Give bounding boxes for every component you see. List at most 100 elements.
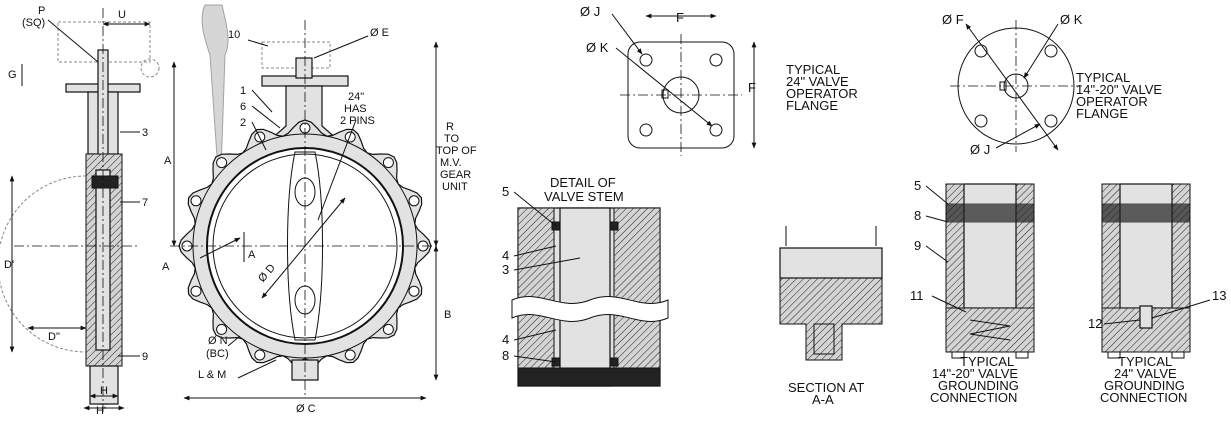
side-view: P (SQ) U G D' D" H H' 3 7 9 <box>0 5 160 417</box>
g14-foot-right <box>1015 351 1029 359</box>
dim-d <box>261 197 346 299</box>
label-g: G <box>8 69 17 81</box>
label-h-prime: H' <box>96 405 106 417</box>
label-a: A <box>164 155 172 167</box>
g24-caption-4: CONNECTION <box>1100 390 1187 405</box>
label-sq: (SQ) <box>22 17 45 29</box>
flange-14-20: Ø F Ø K Ø J TYPICAL 14"-20" VALVE OPERAT… <box>942 12 1162 157</box>
leader-p <box>47 19 99 63</box>
stem-bottom-band <box>517 367 661 387</box>
g14-callout-8: 8 <box>914 208 921 223</box>
lug-hole <box>408 195 420 207</box>
g24-caption-1: TYPICAL <box>1118 354 1172 369</box>
leader-g14-5 <box>925 185 949 205</box>
label-section-a-right: A <box>248 249 256 261</box>
flange-24-j: Ø J <box>580 4 600 19</box>
stem-title-1: DETAIL OF <box>550 175 616 190</box>
flange-24-caption-1: TYPICAL <box>786 62 840 77</box>
flange-24-hole-tr <box>709 53 723 67</box>
stem-oring-br <box>609 357 619 367</box>
leader-6 <box>251 105 281 129</box>
grounding-14-20: 5 8 9 11 TYPICAL 14"-20" VALVE GROUNDING… <box>910 178 1035 405</box>
lug-hole <box>190 285 202 297</box>
pins-note-1: 24" <box>348 91 364 103</box>
leader-k <box>615 47 713 127</box>
g14-foot-left <box>951 351 965 359</box>
r-note-6: UNIT <box>442 181 468 193</box>
label-c: Ø C <box>296 403 316 415</box>
g24-foot-left <box>1107 351 1121 359</box>
g14-caption-4: CONNECTION <box>930 390 1017 405</box>
label-h: H <box>100 385 108 397</box>
flange-24-hole-bl <box>639 123 653 137</box>
flange-24-key <box>661 89 669 99</box>
g14-packing <box>945 203 1035 223</box>
g14-callout-9: 9 <box>914 238 921 253</box>
flange-14-hole-bl <box>974 114 988 128</box>
lug-hole <box>216 323 228 335</box>
leader-stem-4b <box>513 329 557 341</box>
section-aa-caption-1: SECTION AT <box>788 380 864 395</box>
flange-24-hole-tl <box>639 53 653 67</box>
callout-7: 7 <box>142 197 148 209</box>
leader-n <box>227 335 241 347</box>
flange-14-f: Ø F <box>942 12 964 27</box>
g24-cavity <box>1119 183 1173 309</box>
flange-14-j: Ø J <box>970 142 990 157</box>
leader-1 <box>251 89 273 113</box>
ghost-handwheel <box>140 58 160 78</box>
callout-6: 6 <box>240 101 246 113</box>
grounding-24: 12 13 TYPICAL 24" VALVE GROUNDING CONNEC… <box>1088 183 1226 405</box>
r-note-4: M.V. <box>440 157 462 169</box>
g14-caption-1: TYPICAL <box>960 354 1014 369</box>
stem-detail: DETAIL OF VALVE STEM 5 4 3 4 8 <box>502 175 669 387</box>
r-note-3: TOP OF <box>436 145 477 157</box>
g14-callout-5: 5 <box>914 178 921 193</box>
stem-detail-wall-right <box>613 207 661 387</box>
section-aa-bore <box>813 323 835 355</box>
stem-callout-3: 3 <box>502 262 509 277</box>
flange-24-caption-3: OPERATOR <box>786 86 858 101</box>
label-section-a-left: A <box>162 261 170 273</box>
disc-swing <box>0 175 87 353</box>
callout-3: 3 <box>142 127 148 139</box>
g24-pin <box>1139 305 1153 329</box>
label-u: U <box>118 9 126 21</box>
flange-24: Ø J Ø K F F TYPICAL 24" VALVE OPERATOR F… <box>580 4 858 156</box>
g24-packing <box>1101 203 1191 223</box>
section-aa-caption-2: A-A <box>812 392 834 407</box>
g14-cavity <box>963 183 1017 309</box>
callout-10: 10 <box>228 29 240 41</box>
lug-hole <box>382 157 394 169</box>
flange-24-k: Ø K <box>586 40 609 55</box>
flange-24-caption-4: FLANGE <box>786 98 838 113</box>
flange-14-caption-4: FLANGE <box>1076 106 1128 121</box>
flange-24-f-top: F <box>676 10 684 25</box>
leader-g14-9 <box>925 245 949 263</box>
leader-e <box>313 35 369 59</box>
flange-14-caption-1: TYPICAL <box>1076 70 1130 85</box>
leader-stem-8 <box>513 355 557 363</box>
stem-title-2: VALVE STEM <box>544 189 624 204</box>
stem-callout-4b: 4 <box>502 332 509 347</box>
g24-caption-2: 24" VALVE <box>1114 366 1177 381</box>
g24-caption-3: GROUNDING <box>1104 378 1185 393</box>
lug-hole <box>408 285 420 297</box>
dim-flange-f <box>965 23 1059 151</box>
ghost-lever <box>201 4 229 201</box>
pins-note-2: HAS <box>344 103 367 115</box>
leader-stem-5 <box>513 191 557 227</box>
lug-hole <box>382 323 394 335</box>
leader-g24-13 <box>1151 299 1211 319</box>
label-e: Ø E <box>370 27 389 39</box>
callout-2: 2 <box>240 117 246 129</box>
label-p: P <box>38 5 45 17</box>
section-aa: SECTION AT A-A <box>779 226 883 407</box>
lug-hole <box>344 349 356 361</box>
section-aa-cap <box>779 247 883 279</box>
label-b: B <box>444 309 451 321</box>
leader-flange-j <box>995 123 1041 149</box>
leader-10 <box>247 39 269 47</box>
label-bc: (BC) <box>206 348 229 360</box>
